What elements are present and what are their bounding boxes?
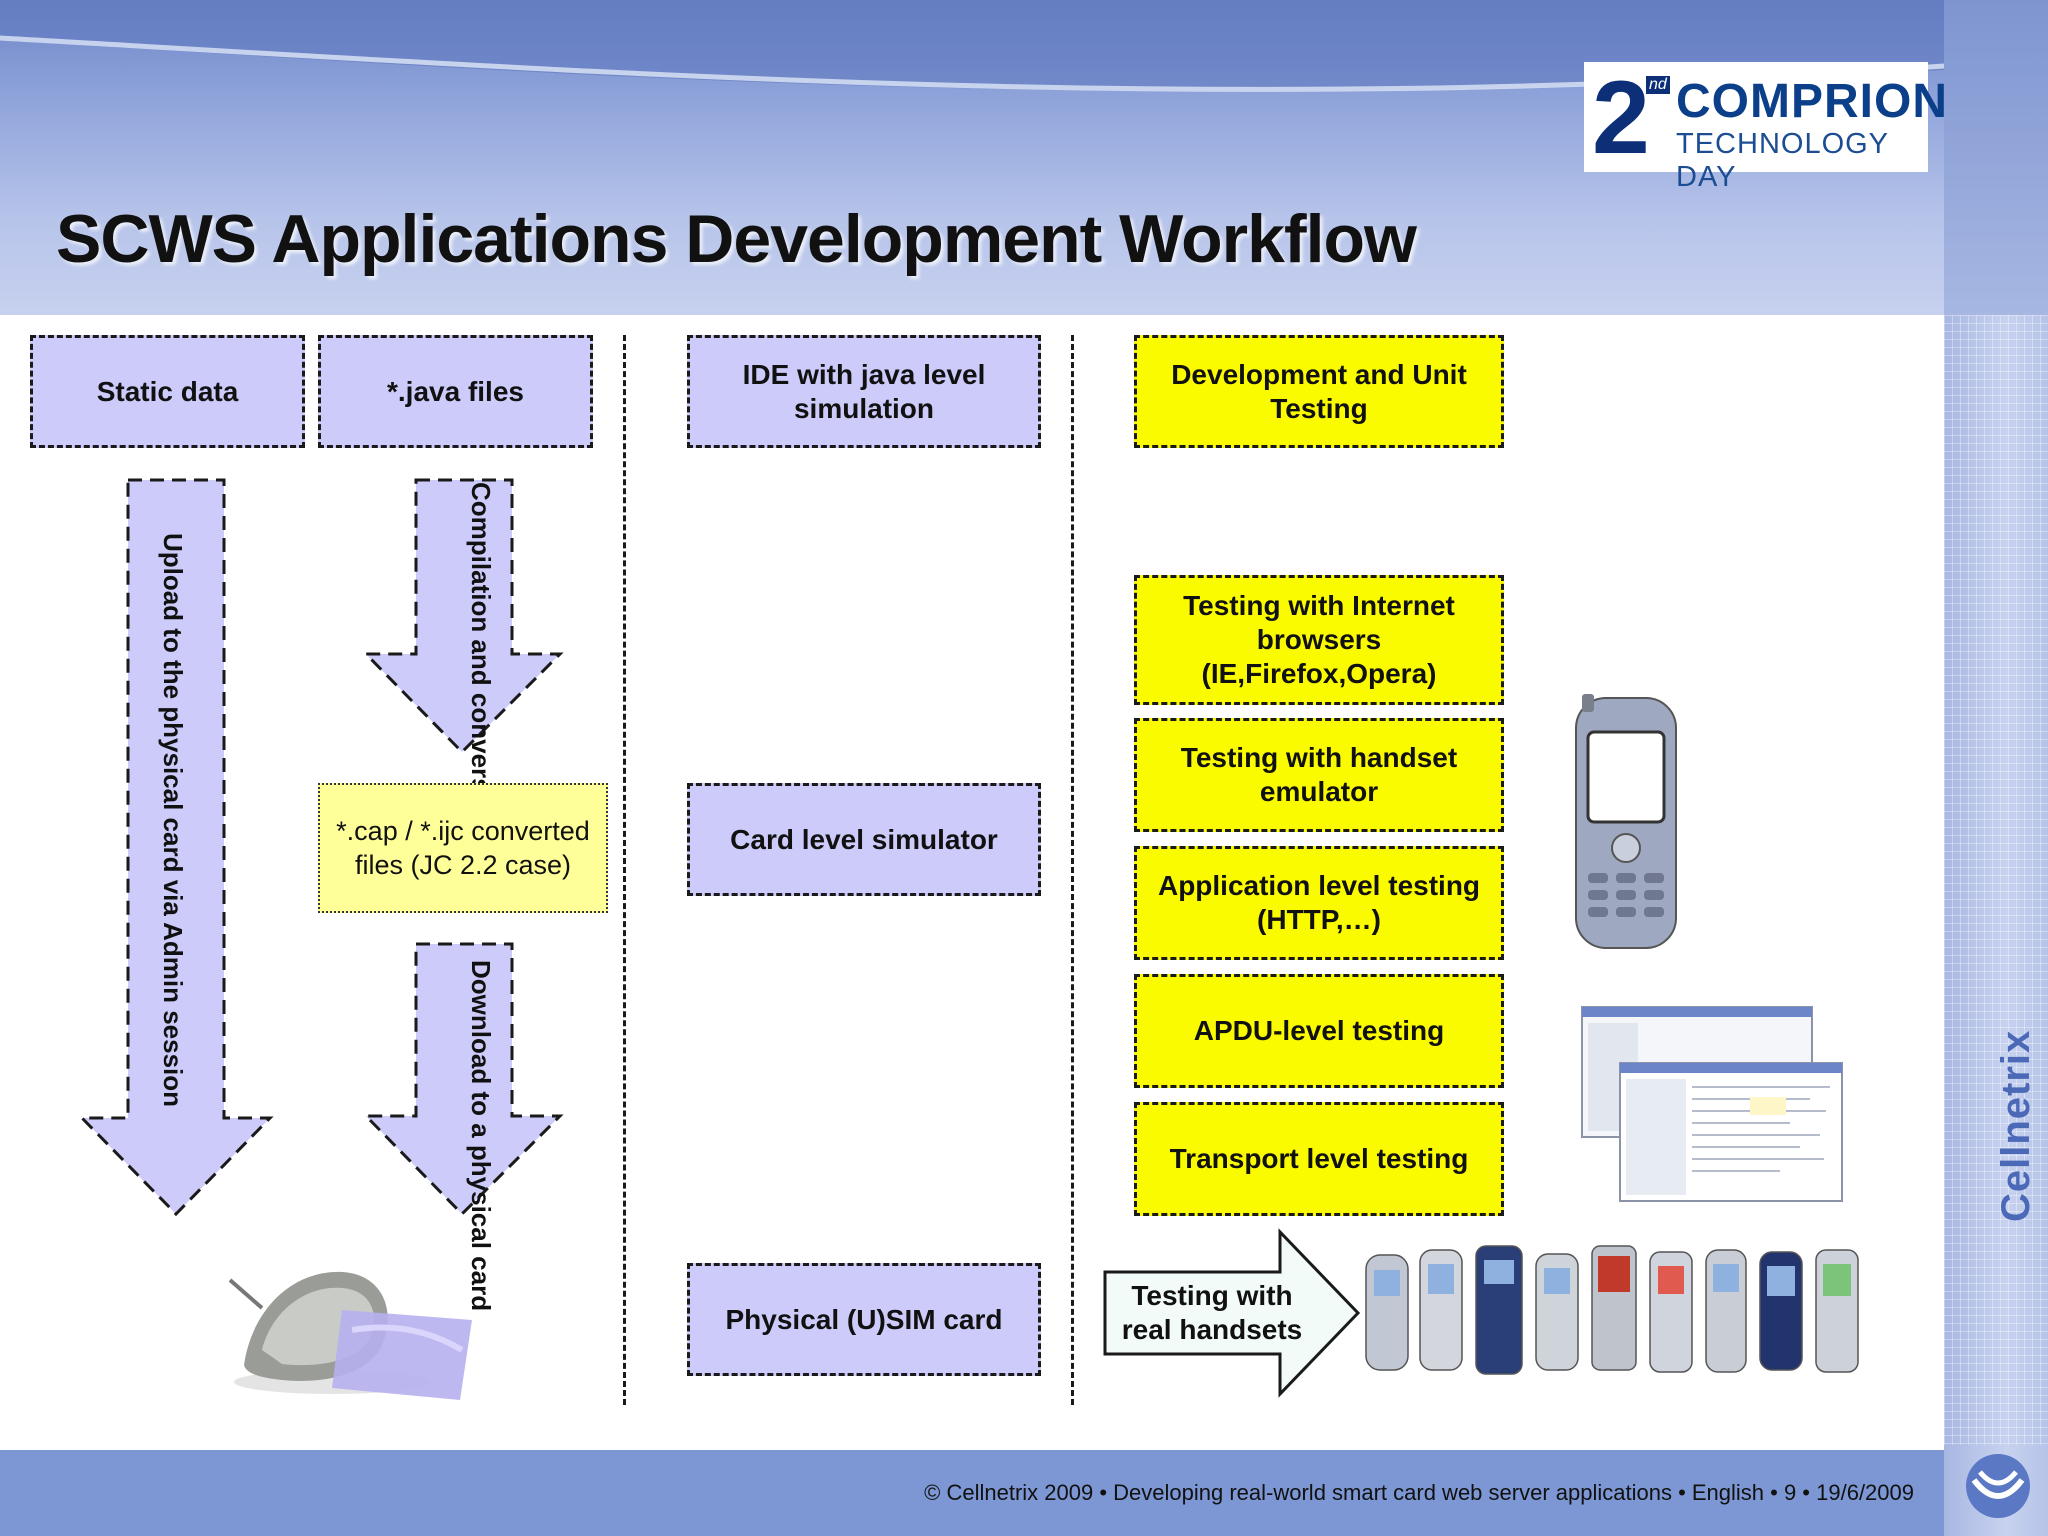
comprion-logo: 2 nd COMPRION TECHNOLOGY DAY	[1584, 60, 1944, 193]
static-data-box: Static data	[30, 335, 305, 448]
transport-testing-box: Transport level testing	[1134, 1102, 1504, 1216]
testing-emulator-box: Testing with handset emulator	[1134, 718, 1504, 832]
ide-box: IDE with java level simulation	[687, 335, 1041, 448]
sidebar-top-band	[1944, 0, 2048, 315]
cellnetrix-brand: Cellnetrix	[1994, 1029, 2038, 1222]
column-separator-2	[1071, 335, 1074, 1405]
logo-line1: COMPRION	[1676, 75, 1944, 128]
mobile-phone-image	[1575, 694, 1677, 949]
sidebar-grid	[1944, 315, 2048, 1445]
real-handsets-label: Testing with real handsets	[1121, 1280, 1303, 1345]
footer-text: © Cellnetrix 2009 • Developing real-worl…	[924, 1480, 1914, 1505]
slide-header: SCWS Applications Development Workflow 2…	[0, 0, 1944, 315]
testing-browsers-box: Testing with Internet browsers (IE,Firef…	[1134, 575, 1504, 705]
upload-arrow-label: Upload to the physical card via Admin se…	[158, 532, 188, 1108]
real-handsets-arrow	[1103, 1228, 1361, 1398]
java-files-box: *.java files	[318, 335, 593, 448]
app-testing-box: Application level testing (HTTP,…)	[1134, 846, 1504, 960]
cellnetrix-logo-icon	[1966, 1454, 2030, 1518]
download-arrow	[366, 942, 564, 1217]
card-reader-image	[228, 1271, 472, 1400]
column-separator-1	[623, 335, 626, 1405]
card-simulator-box: Card level simulator	[687, 783, 1041, 896]
apdu-testing-box: APDU-level testing	[1134, 974, 1504, 1088]
compilation-arrow-label: Compilation and conversion	[466, 482, 496, 832]
compilation-arrow	[366, 478, 564, 755]
cap-files-note: *.cap / *.ijc converted files (JC 2.2 ca…	[318, 783, 608, 913]
logo-number: 2	[1592, 60, 1650, 176]
upload-arrow	[78, 478, 274, 1217]
physical-card-box: Physical (U)SIM card	[687, 1263, 1041, 1376]
dev-unit-testing-box: Development and Unit Testing	[1134, 335, 1504, 448]
slide-footer: © Cellnetrix 2009 • Developing real-worl…	[0, 1450, 1944, 1536]
download-arrow-label: Download to a physical card	[466, 960, 496, 1312]
right-sidebar	[1944, 0, 2048, 1536]
software-screenshots-image	[1581, 1006, 1843, 1202]
logo-superscript: nd	[1646, 76, 1670, 94]
slide-title: SCWS Applications Development Workflow	[56, 201, 1417, 277]
real-handsets-image	[1365, 1245, 1859, 1375]
logo-line2: TECHNOLOGY DAY	[1676, 128, 1889, 193]
